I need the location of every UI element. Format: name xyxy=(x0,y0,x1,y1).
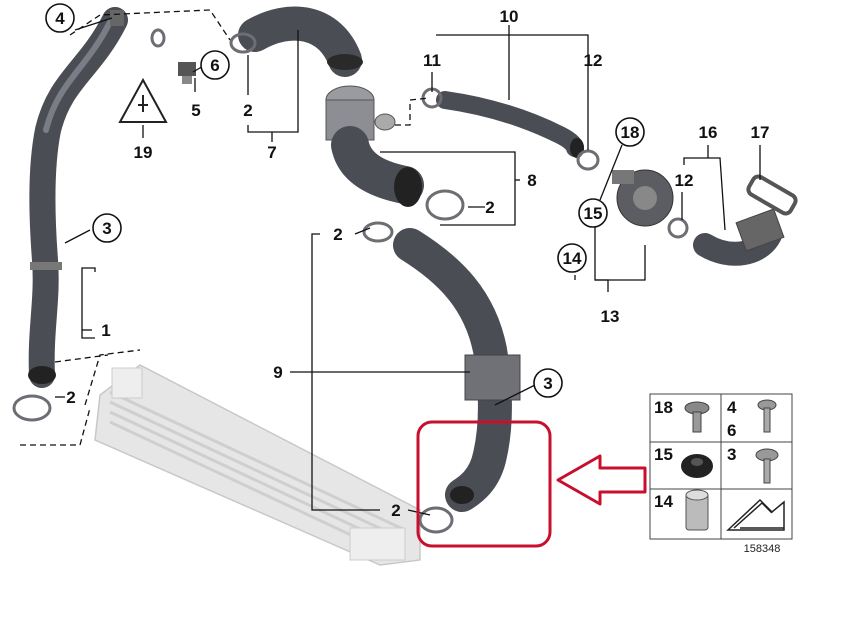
callout-2-mid: 2 xyxy=(485,198,494,217)
sensor-5 xyxy=(178,62,196,84)
callout-16: 16 xyxy=(699,123,718,142)
screw-icon xyxy=(757,399,777,433)
part-8-assembly xyxy=(325,85,424,207)
legend-6: 6 xyxy=(727,421,736,440)
callout-15: 15 xyxy=(584,204,603,223)
callout-8: 8 xyxy=(527,171,536,190)
callout-6: 6 xyxy=(210,56,219,75)
callout-18: 18 xyxy=(621,123,640,142)
hose-9 xyxy=(393,228,521,512)
callout-2-top: 2 xyxy=(243,101,252,120)
callout-10: 10 xyxy=(500,7,519,26)
callout-7: 7 xyxy=(267,143,276,162)
sleeve-icon xyxy=(685,489,709,531)
callout-9: 9 xyxy=(273,363,282,382)
warning-triangle-icon xyxy=(118,77,168,123)
reference-number: 158348 xyxy=(744,543,781,555)
callout-14: 14 xyxy=(563,249,582,268)
hose-16 xyxy=(693,208,785,266)
legend-15: 15 xyxy=(654,445,673,464)
screw-washer-icon xyxy=(755,448,779,484)
fastener-legend: 18 4 6 15 3 14 xyxy=(649,393,793,540)
hose-1 xyxy=(28,7,128,388)
callout-circles xyxy=(45,3,645,398)
intercooler xyxy=(94,364,421,566)
pointer-arrow-icon xyxy=(556,454,647,506)
callout-numbers: 4 6 5 19 2 7 10 11 12 8 2 18 16 17 12 15… xyxy=(55,7,769,520)
callout-11: 11 xyxy=(423,51,441,70)
hose-10 xyxy=(436,91,584,158)
legend-4: 4 xyxy=(727,398,737,417)
callout-2-left: 2 xyxy=(66,388,75,407)
legend-3: 3 xyxy=(727,445,736,464)
callout-13: 13 xyxy=(601,307,620,326)
direction-arrow-icon xyxy=(726,498,785,531)
callout-19: 19 xyxy=(134,143,153,162)
callout-12-right: 12 xyxy=(675,171,694,190)
callout-3-right: 3 xyxy=(543,374,552,393)
callout-17: 17 xyxy=(751,123,770,142)
callout-5: 5 xyxy=(191,101,200,120)
callout-3-left: 3 xyxy=(102,219,111,238)
gasket-17 xyxy=(746,174,798,216)
callout-12-top: 12 xyxy=(584,51,603,70)
clamps xyxy=(12,28,689,534)
legend-14: 14 xyxy=(654,492,673,511)
hose-7 xyxy=(238,6,363,77)
callout-2-bottom: 2 xyxy=(391,501,400,520)
grommet-icon xyxy=(681,454,713,478)
callout-4: 4 xyxy=(55,9,65,28)
legend-18: 18 xyxy=(654,398,673,417)
callout-2-hose9-top: 2 xyxy=(333,225,342,244)
bolt-flange-icon xyxy=(684,401,710,433)
leader-lines xyxy=(20,9,761,516)
highlight-box xyxy=(416,420,552,548)
part-13 xyxy=(612,169,674,227)
callout-1: 1 xyxy=(101,321,110,340)
